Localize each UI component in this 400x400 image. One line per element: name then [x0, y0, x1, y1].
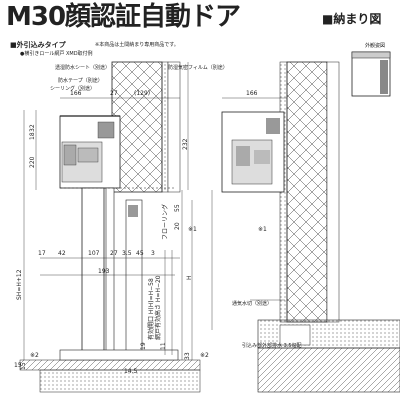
dim-17: 17: [38, 250, 46, 257]
dim-27: 27: [110, 90, 118, 97]
left-header-box: [59, 115, 121, 189]
exterior-label: 外観姿図: [365, 43, 386, 49]
subnote: ●横引きロール網戸 XMD取付例: [20, 51, 93, 57]
dim-19: 19: [140, 342, 147, 350]
dim-193: 193: [98, 268, 110, 275]
dim-33: 33: [184, 352, 191, 360]
dim-32: 32: [29, 124, 36, 132]
left-dimension-lines: [23, 62, 193, 360]
dim-27b: 27: [110, 250, 118, 257]
dim-sh: SH=H+12: [16, 269, 23, 300]
left-wall: [111, 61, 181, 193]
left-door-panel: [60, 187, 175, 361]
label-screen: 網戸有効高さ H=H−20: [155, 275, 162, 340]
dim-18: 18: [29, 132, 36, 140]
dim-107: 107: [88, 250, 100, 257]
label-transparent-sheet: 透湿防水シート（別途）: [55, 65, 111, 71]
label-ventilation: 通気水切（別途）: [232, 301, 273, 307]
star-1-left: ※1: [188, 226, 197, 233]
dim-3-5: 3.5: [122, 250, 132, 257]
dim-15v: 15: [20, 362, 27, 370]
dim-14-5: 14.5: [124, 368, 138, 375]
dim-166-right: 166: [246, 90, 258, 97]
dim-129: (129): [134, 90, 151, 97]
star-1-right: ※1: [258, 226, 267, 233]
section-label: ■納まり図: [322, 12, 382, 26]
note: ※本商品は土間納まり専用商品です。: [95, 42, 179, 48]
dim-15: 15: [14, 362, 22, 369]
label-air-film: 防湿気密フィルム（別途）: [168, 65, 228, 71]
dim-45: 45: [136, 250, 144, 257]
dim-232: 232: [182, 138, 189, 150]
star-2-left: ※2: [30, 352, 39, 359]
dim-20: 20: [174, 222, 181, 230]
right-wall: [279, 61, 340, 323]
dim-h: H: [186, 275, 193, 280]
dim-42: 42: [58, 250, 66, 257]
left-floor: [19, 349, 201, 393]
dim-55: 55: [174, 204, 181, 212]
label-sealing: シーリング（別途）: [50, 86, 96, 92]
right-header-box: [221, 111, 285, 193]
dim-166: 166: [70, 90, 82, 97]
label-drain: 引込み部外部排水 3.5勾配: [242, 343, 302, 349]
dim-3: 3: [151, 250, 155, 257]
right-dimension-lines: [211, 97, 287, 330]
star-2-right: ※2: [200, 352, 209, 359]
label-waterproof-tape: 防水テープ（別途）: [58, 78, 103, 84]
subtitle: ■外引込みタイプ: [10, 41, 66, 49]
exterior-thumbnail: [351, 51, 391, 97]
page-title: M30顔認証自動ドア: [6, 2, 241, 32]
label-floor: フローリング: [162, 203, 169, 240]
dim-11: 11: [160, 342, 167, 350]
right-foundation: [257, 319, 400, 393]
dim-220: 220: [29, 156, 36, 168]
